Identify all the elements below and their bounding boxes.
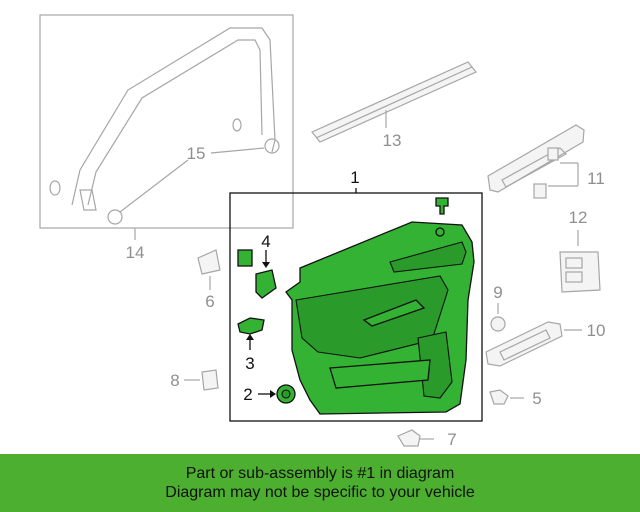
callout-13: 13 <box>383 131 402 150</box>
bezel-switch <box>547 147 559 161</box>
parts-diagram: 15 14 13 11 12 6 8 9 <box>39 14 606 449</box>
grommet-center <box>281 389 291 399</box>
molding-groove <box>315 66 473 139</box>
assembly-box <box>229 192 483 422</box>
frame-hole-left <box>49 180 61 196</box>
switch-button-a <box>565 257 583 269</box>
bolt-head <box>397 429 421 447</box>
part-7-bolt <box>397 429 434 447</box>
arrow-4 <box>262 262 270 268</box>
clip-15-upper <box>264 138 280 154</box>
lower-pocket <box>417 331 453 399</box>
handle-body <box>485 321 563 367</box>
bracket-body <box>197 249 221 275</box>
bezel-recess <box>501 147 567 188</box>
part-8-clip <box>184 369 219 391</box>
retainer-clip <box>255 269 277 299</box>
part-6-bracket <box>197 249 221 290</box>
callout-9: 9 <box>493 283 502 302</box>
part-1-door-trim-panel[interactable] <box>285 221 475 415</box>
part-5-screw <box>489 389 524 405</box>
callout-6: 6 <box>205 292 214 311</box>
callout-2: 2 <box>243 385 252 404</box>
handle-cup <box>499 329 551 361</box>
part-12-window-switch <box>559 230 601 293</box>
leader-15-right <box>210 147 265 154</box>
frame-inner-line <box>87 39 263 206</box>
part-2-grommet <box>258 384 296 404</box>
bezel-body <box>487 124 585 193</box>
part-3-bracket-clip <box>237 317 265 350</box>
callout-5: 5 <box>532 389 541 408</box>
callout-15: 15 <box>187 144 206 163</box>
part-13-belt-molding <box>311 61 477 143</box>
clip-body <box>201 369 219 391</box>
frame-hole-right <box>232 118 242 132</box>
arrow-3 <box>246 334 254 340</box>
callout-1: 1 <box>350 168 359 187</box>
frame-outer-line <box>71 27 276 206</box>
callout-8: 8 <box>170 371 179 390</box>
trim-clip-hole <box>435 227 445 237</box>
frame-lower-bracket <box>79 189 97 211</box>
inset-box-14 <box>39 14 294 229</box>
part-push-pin <box>435 197 449 215</box>
callout-14: 14 <box>126 243 145 262</box>
callout-12: 12 <box>569 208 588 227</box>
arrow-2 <box>270 390 276 398</box>
banner-line-1: Part or sub-assembly is #1 in diagram <box>185 465 455 482</box>
banner-line-2: Diagram may not be specific to your vehi… <box>165 484 475 501</box>
plug-body <box>490 316 506 332</box>
clip-15-lower <box>107 209 123 225</box>
upper-handle-recess <box>389 241 467 273</box>
bracket-clip-body <box>237 317 265 335</box>
map-pocket <box>329 359 431 389</box>
part-11-switch-bezel <box>487 124 585 199</box>
push-pin-body <box>435 197 449 215</box>
part-4-retainer <box>237 249 277 299</box>
switch-pocket <box>362 299 426 327</box>
callout-3: 3 <box>245 354 254 373</box>
part-10-pull-handle <box>485 321 582 367</box>
callout-11: 11 <box>587 169 605 188</box>
leader-15-left <box>119 159 189 213</box>
callout-4: 4 <box>261 232 270 251</box>
switch-button-b <box>565 271 583 283</box>
screw-head <box>489 389 509 405</box>
part-9-plug <box>490 303 506 332</box>
bezel-clip <box>533 183 547 199</box>
callout-7: 7 <box>447 430 456 449</box>
notice-banner: Part or sub-assembly is #1 in diagram Di… <box>0 454 640 512</box>
callout-10: 10 <box>587 321 606 340</box>
part-14-door-frame <box>39 14 294 240</box>
retainer-block <box>237 249 253 267</box>
